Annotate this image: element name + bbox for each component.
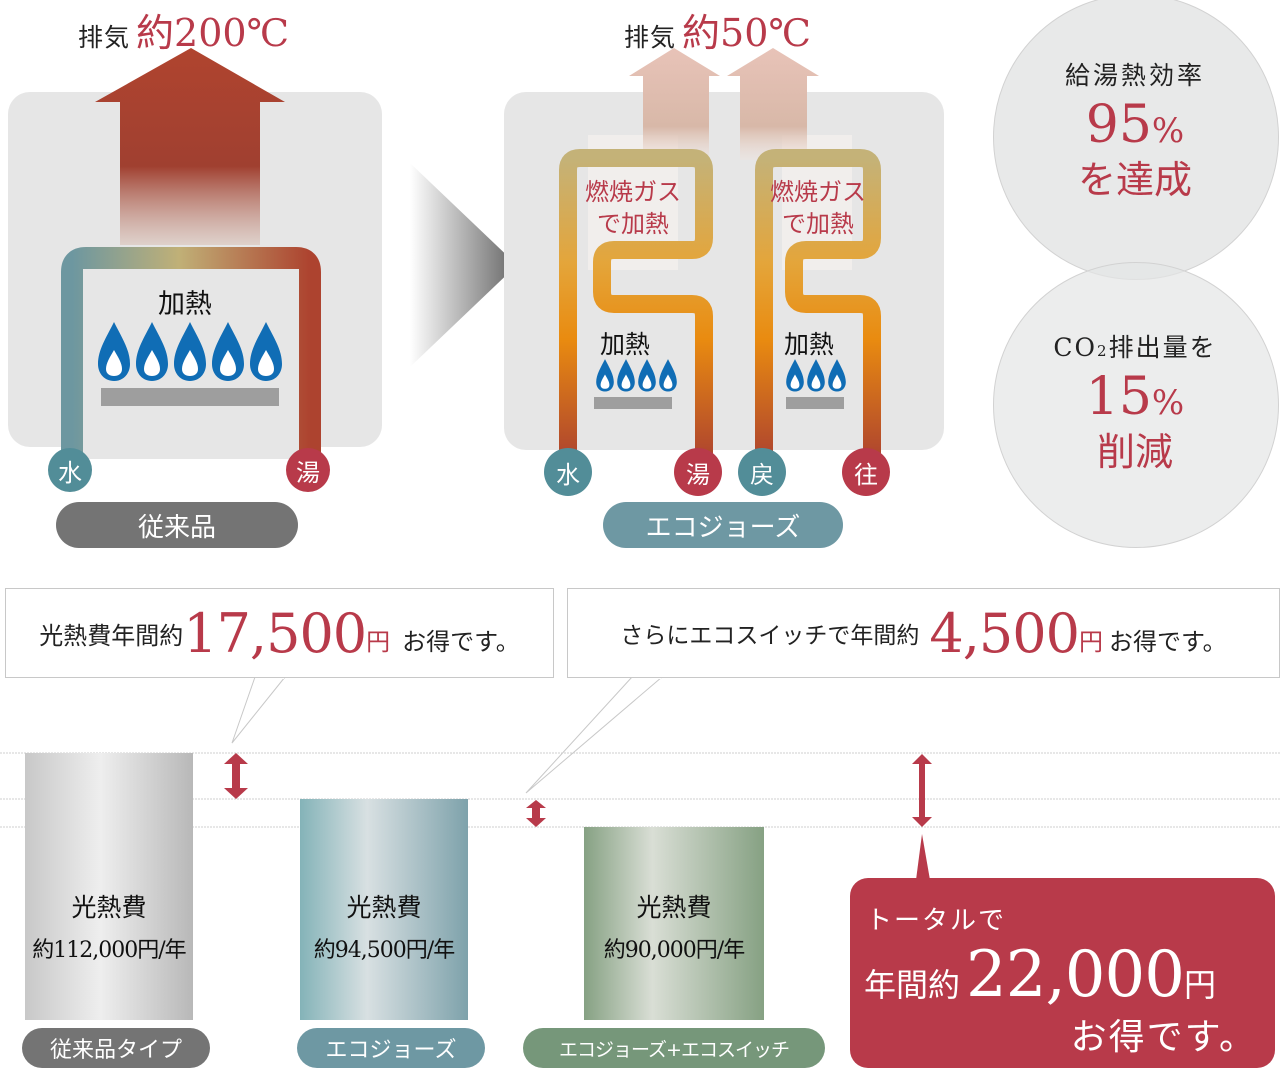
hot-water-outlet-node: 湯 [286, 448, 330, 492]
savings-callout-1: 光熱費年間約 17,500 円 お得です。 [5, 588, 554, 678]
eco-heat-label-2: 加熱 [784, 330, 835, 359]
bar-label-ecojoze: エコジョーズ [297, 1028, 485, 1068]
exhaust-label: 排気 [78, 23, 131, 52]
bar-ecojoze-text: 光熱費 約94,500円/年 [313, 893, 455, 963]
exhaust-arrow-warm-1 [629, 48, 720, 160]
co2-badge [993, 262, 1279, 548]
bar-ecojoze-ecoswitch [584, 827, 764, 1020]
diff-arrow-2 [526, 800, 546, 827]
water-inlet-node: 水 [544, 448, 592, 496]
transition-chevron-icon [410, 163, 517, 367]
ecojoze-exhaust-heading: 排気約50℃ [624, 2, 811, 57]
gas-heating-label-1: 燃焼ガス で加熱 [585, 178, 681, 238]
gas-heating-label-2: 燃焼ガス で加熱 [770, 178, 866, 238]
diff-arrow-1 [224, 753, 248, 799]
bar-ecojoze [300, 799, 468, 1020]
bar-conventional-text: 光熱費 約112,000円/年 [32, 893, 186, 963]
efficiency-badge [993, 0, 1279, 280]
eco-heat-label-1: 加熱 [600, 330, 651, 359]
exhaust-label: 排気 [624, 23, 677, 52]
exhaust-temperature: 約200℃ [136, 11, 290, 55]
exhaust-arrow-hot [95, 48, 285, 245]
eco-pipe-2 [755, 149, 881, 460]
burner-plate [101, 388, 279, 406]
total-savings-box: トータルで 年間約22,000円 お得です。 [850, 878, 1275, 1068]
supply-node: 往 [842, 448, 890, 496]
efficiency-badge-text: 給湯熱効率 95% を達成 [1064, 61, 1205, 202]
conventional-exhaust-heading: 排気約200℃ [78, 2, 289, 57]
eco-pipe-1 [559, 149, 713, 460]
conventional-heat-label: 加熱 [158, 289, 212, 320]
bar-conventional [25, 753, 193, 1020]
bar-label-ecojoze-ecoswitch: エコジョーズ+エコスイッチ [523, 1028, 825, 1068]
bar-label-conventional: 従来品タイプ [22, 1028, 210, 1068]
conventional-pipe [61, 247, 321, 460]
exhaust-arrow-warm-2 [727, 48, 819, 160]
water-inlet-node: 水 [48, 448, 92, 492]
co2-badge-text: CO2排出量を 15% 削減 [1053, 333, 1217, 474]
hot-water-outlet-node: 湯 [674, 448, 722, 496]
diff-arrow-total [912, 754, 932, 827]
bar-ecojoze-ecoswitch-text: 光熱費 約90,000円/年 [603, 893, 745, 963]
conventional-product-label: 従来品 [56, 502, 298, 548]
ecojoze-product-label: エコジョーズ [603, 502, 843, 548]
savings-callout-2: さらにエコスイッチで年間約 4,500 円 お得です。 [567, 588, 1280, 678]
exhaust-temperature: 約50℃ [682, 11, 811, 55]
return-node: 戻 [738, 448, 786, 496]
